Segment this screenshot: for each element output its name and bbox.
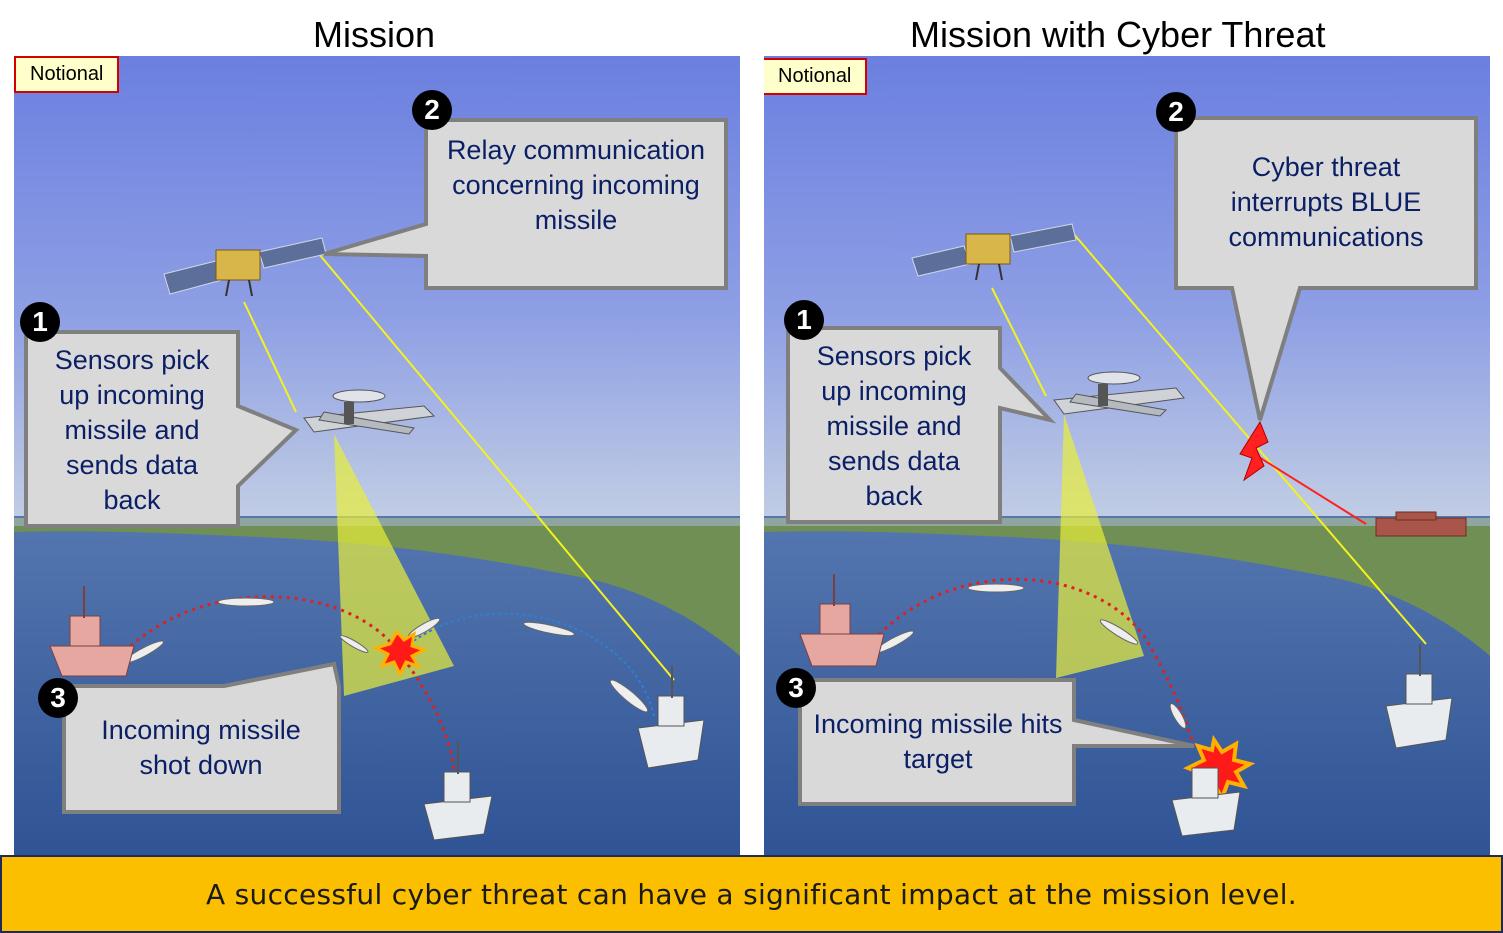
step-1-badge: 1 [784,300,824,340]
destroyer-ship-icon [423,742,493,841]
coastline-land [764,518,1490,656]
step-2-badge: 2 [412,90,452,130]
step-3-badge: 3 [38,678,78,718]
destroyer-ship-icon [1171,767,1241,837]
awacs-aircraft-icon [303,389,436,435]
callout-2-box [1174,116,1478,421]
left-panel: Notional 1 2 3 Sensors pick up incoming … [14,56,740,856]
satellite-icon [911,223,1077,281]
step-2-badge: 2 [1156,92,1196,132]
left-panel-title: Mission [313,14,436,55]
coastline-land [14,518,740,656]
right-scene [764,56,1490,856]
awacs-aircraft-icon [1053,371,1185,417]
callout-3-box [798,678,1195,806]
callout-1-box [786,326,1057,524]
destroyer-ship-icon [1385,644,1453,749]
missile-icon [873,583,1187,729]
right-panel: Notional 1 2 3 Sensors pick up incoming … [764,56,1490,856]
cyber-attack-line [1253,453,1367,525]
conclusion-banner: A successful cyber threat can have a sig… [0,855,1503,933]
callout-2-text: Relay communication concerning incoming … [446,135,706,235]
destroyer-ship-icon [637,666,705,769]
satellite-icon [163,237,327,297]
destroyer-ship-icon [49,586,135,677]
callout-1-box [24,330,300,528]
link-aircraft-satellite [991,287,1047,397]
destroyer-ship-icon [799,574,885,667]
left-scene [14,56,740,856]
callout-3-box [62,661,341,814]
callout-2-text: Cyber threat interrupts BLUE communicati… [1228,152,1424,252]
link-satellite-ship [318,253,675,681]
step-3-badge: 3 [776,668,816,708]
lightning-bolt-icon [1239,420,1269,482]
right-panel-title: Mission with Cyber Threat [910,14,1326,55]
callout-1-text: Sensors pick up incoming missile and sen… [816,341,972,511]
building-icon [1375,511,1467,537]
intercept-missile-path [403,612,655,717]
link-aircraft-satellite [243,301,297,413]
link-satellite-ship [1071,231,1427,645]
missile-icon [123,597,649,713]
notional-label: Notional [764,58,868,95]
callout-3-text: Incoming missile shot down [101,715,301,780]
notional-label: Notional [14,56,120,93]
callout-3-text: Incoming missile hits target [813,709,1063,774]
incoming-missile-path [852,577,1196,747]
callout-1-text: Sensors pick up incoming missile and sen… [54,345,210,515]
callout-2-box [323,118,728,290]
explosion-icon [371,629,428,678]
conclusion-text: A successful cyber threat can have a sig… [206,877,1297,911]
step-1-badge: 1 [20,302,60,342]
